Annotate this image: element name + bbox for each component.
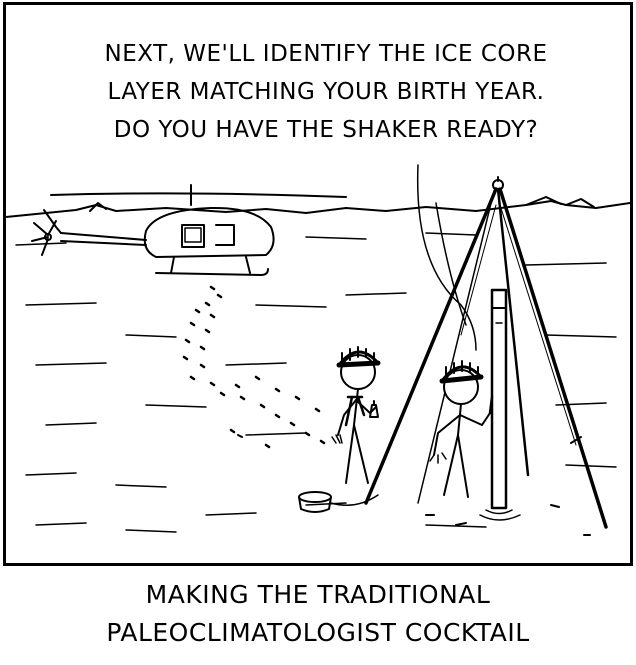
scarf bbox=[344, 395, 366, 427]
person-right bbox=[429, 360, 494, 498]
snow-texture bbox=[15, 232, 617, 533]
caption-line: PALEOCLIMATOLOGIST COCKTAIL bbox=[106, 618, 530, 647]
ice-core-drill bbox=[479, 288, 521, 521]
footprint-trail bbox=[182, 285, 326, 449]
speech-line: NEXT, WE'LL IDENTIFY THE ICE CORE bbox=[104, 41, 548, 67]
drill-tripod bbox=[364, 176, 608, 529]
helicopter bbox=[31, 184, 347, 276]
bucket bbox=[298, 491, 332, 513]
speech-line: DO YOU HAVE THE SHAKER READY? bbox=[113, 117, 539, 143]
snow-marks bbox=[237, 434, 591, 536]
speech-line: LAYER MATCHING YOUR BIRTH YEAR. bbox=[107, 79, 545, 105]
speech-bubble-text: NEXT, WE'LL IDENTIFY THE ICE CORE LAYER … bbox=[46, 35, 606, 149]
hose bbox=[330, 494, 379, 506]
comic-scene bbox=[6, 164, 630, 536]
distant-mountains bbox=[6, 196, 630, 218]
tail-rotor bbox=[31, 220, 57, 256]
cables bbox=[416, 164, 477, 351]
main-rotor bbox=[50, 192, 347, 198]
tail-fin bbox=[43, 209, 62, 234]
cocktail-shaker bbox=[369, 400, 379, 418]
comic-panel: NEXT, WE'LL IDENTIFY THE ICE CORE LAYER … bbox=[3, 2, 633, 566]
caption-line: MAKING THE TRADITIONAL bbox=[145, 580, 491, 609]
comic-caption: MAKING THE TRADITIONAL PALEOCLIMATOLOGIS… bbox=[0, 576, 636, 652]
landing-skid bbox=[155, 268, 269, 276]
person-left bbox=[331, 346, 381, 484]
